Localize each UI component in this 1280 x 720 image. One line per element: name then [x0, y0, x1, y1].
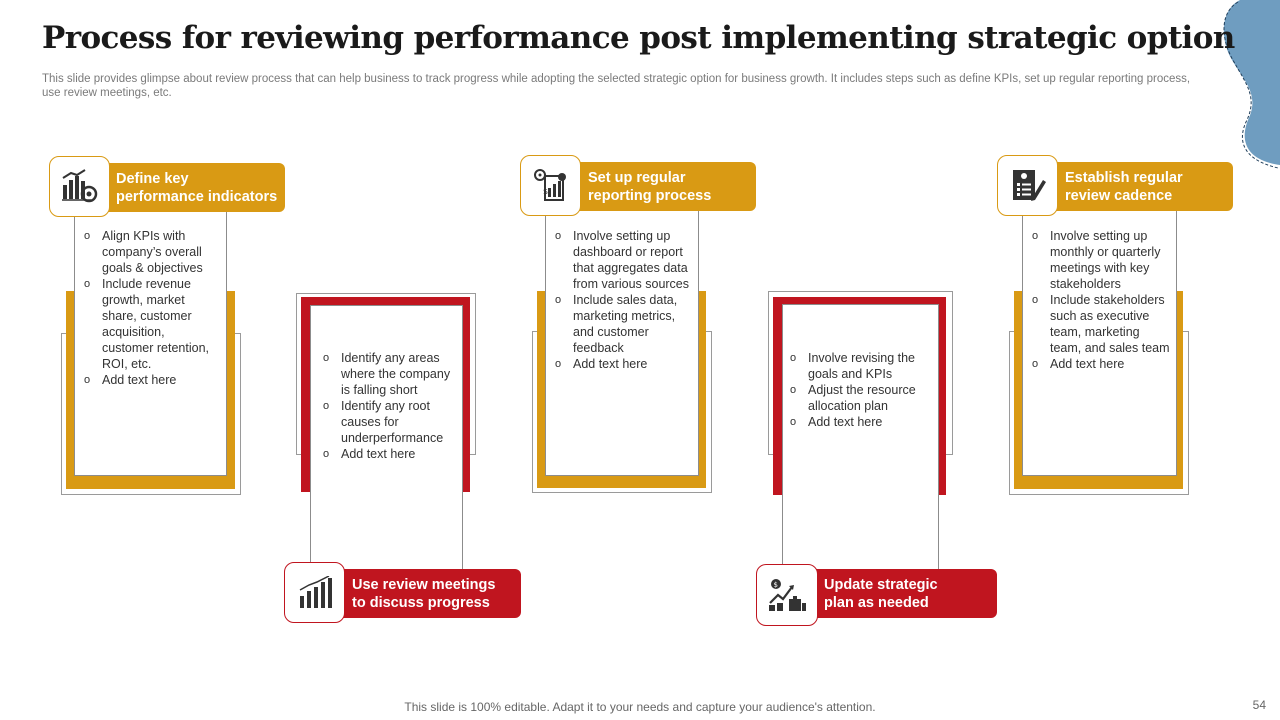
step-3-bullet: Include sales data, marketing metrics, a… [555, 292, 691, 356]
page-title: Process for reviewing performance post i… [42, 20, 1235, 56]
step-3-bullet: Add text here [555, 356, 691, 372]
bar-chart-icon [299, 575, 332, 608]
step-1-label-line1: Define key [116, 170, 189, 187]
step-5-icon-box [997, 155, 1058, 216]
step-1-label-line2: performance indicators [116, 188, 278, 205]
step-4-bullet: Add text here [790, 414, 930, 430]
step-3-label-line2: reporting process [588, 187, 712, 204]
step-4-icon-box: $ [756, 564, 818, 626]
step-1-bullet: Align KPIs with company’s overall goals … [84, 228, 218, 276]
step-5-card: Involve setting up monthly or quarterly … [1022, 205, 1177, 476]
page-number: 54 [1252, 698, 1266, 712]
step-2-icon-box [284, 562, 345, 623]
step-2-bullets: Identify any areas where the company is … [323, 350, 457, 462]
step-3-bullets: Involve setting up dashboard or report t… [555, 228, 691, 372]
step-2-bullet: Identify any root causes for underperfor… [323, 398, 457, 446]
decorative-blob [1223, 0, 1280, 169]
step-2-bullet: Identify any areas where the company is … [323, 350, 457, 398]
step-4-card: Involve revising the goals and KPIs Adju… [782, 304, 939, 577]
step-2-bullet: Add text here [323, 446, 457, 462]
step-4-bullet: Adjust the resource allocation plan [790, 382, 930, 414]
step-3-label-line1: Set up regular [588, 169, 686, 186]
step-2-card: Identify any areas where the company is … [310, 305, 463, 577]
step-5-label-line1: Establish regular [1065, 169, 1183, 186]
step-2-label-line1: Use review meetings [352, 576, 496, 593]
step-3-bullet: Involve setting up dashboard or report t… [555, 228, 691, 292]
step-5-label-line2: review cadence [1065, 187, 1173, 204]
checklist-icon [1012, 169, 1046, 201]
strategy-growth-icon: $ [769, 579, 806, 611]
step-1-bullet: Include revenue growth, market share, cu… [84, 276, 218, 372]
step-2-label-line2: to discuss progress [352, 594, 490, 611]
step-1-bullet: Add text here [84, 372, 218, 388]
step-1-card: Align KPIs with company’s overall goals … [74, 205, 227, 476]
svg-text:$: $ [543, 187, 548, 196]
step-5-bullet: Add text here [1032, 356, 1170, 372]
step-4-bullet: Involve revising the goals and KPIs [790, 350, 930, 382]
step-4-label-line2: plan as needed [824, 594, 929, 611]
kpi-chart-icon [61, 168, 97, 202]
footer-note: This slide is 100% editable. Adapt it to… [404, 700, 876, 714]
svg-text:$: $ [774, 581, 778, 589]
page-subtitle: This slide provides glimpse about review… [42, 73, 1191, 99]
step-3-card: Involve setting up dashboard or report t… [545, 205, 699, 476]
step-1-bullets: Align KPIs with company’s overall goals … [84, 228, 218, 388]
step-3-icon-box: $ [520, 155, 581, 216]
step-1-icon-box [49, 156, 110, 217]
step-4-label-line1: Update strategic [824, 576, 938, 593]
step-5-bullet: Involve setting up monthly or quarterly … [1032, 228, 1170, 292]
step-5-bullet: Include stakeholders such as executive t… [1032, 292, 1170, 356]
step-5-bullets: Involve setting up monthly or quarterly … [1032, 228, 1170, 372]
step-4-bullets: Involve revising the goals and KPIs Adju… [790, 350, 930, 430]
report-icon: $ [533, 168, 566, 201]
